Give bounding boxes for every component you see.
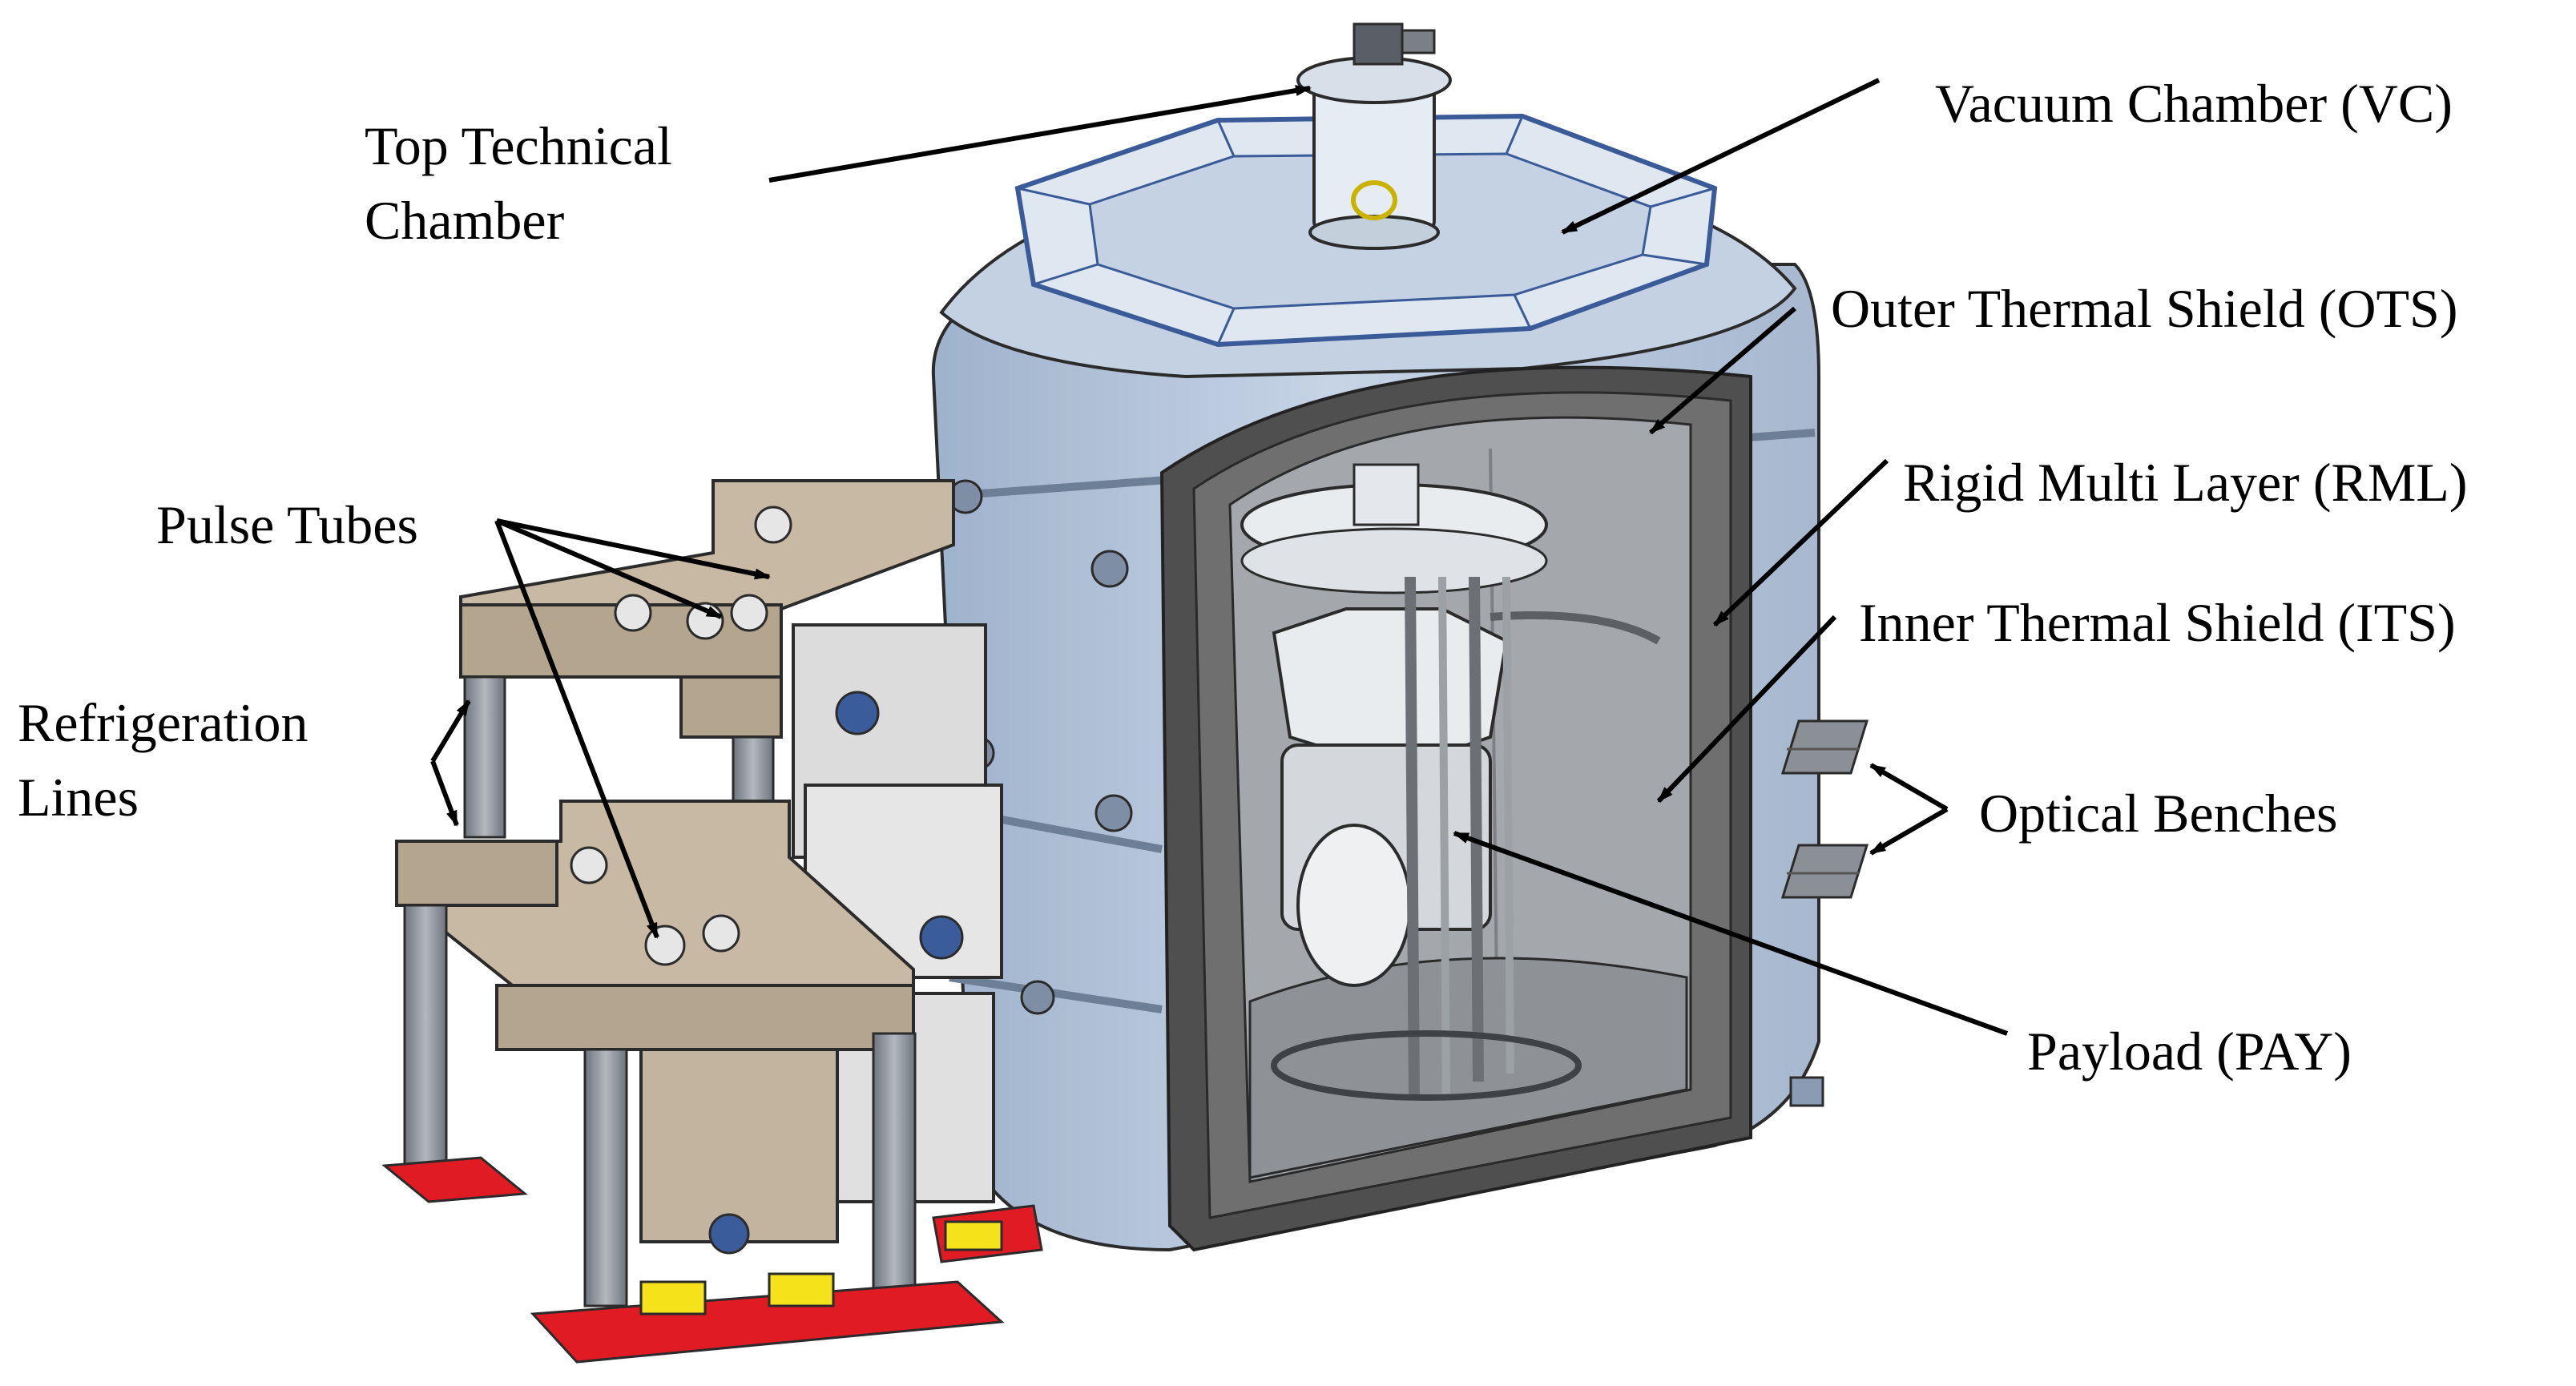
label-rigid-multi-layer: Rigid Multi Layer (RML) (1903, 452, 2467, 513)
label-top-technical-chamber-line1: Top Technical (365, 115, 672, 176)
label-top-technical-chamber-line2: Chamber (365, 190, 565, 251)
arrow-refrigeration-line-1 (430, 699, 471, 763)
arrow-top-technical-chamber (768, 85, 1312, 183)
label-vacuum-chamber: Vacuum Chamber (VC) (1935, 73, 2453, 134)
annotation-labels: Top Technical Chamber Vacuum Chamber (VC… (18, 73, 2467, 1082)
label-inner-thermal-shield: Inner Thermal Shield (ITS) (1859, 592, 2456, 653)
pulse-tube-support-structure (381, 479, 1043, 1364)
label-outer-thermal-shield: Outer Thermal Shield (OTS) (1831, 278, 2457, 339)
arrow-refrigeration-line-2 (430, 759, 459, 827)
arrow-payload (1453, 831, 2009, 1036)
label-payload: Payload (PAY) (2027, 1021, 2352, 1082)
arrow-optical-bench-1 (1869, 763, 1949, 812)
arrow-pulse-tube-1 (496, 518, 771, 580)
label-refrigeration-lines-line2: Lines (18, 767, 139, 828)
arrow-inner-thermal-shield (1656, 614, 1837, 804)
arrow-vacuum-chamber (1561, 78, 1881, 235)
label-optical-benches: Optical Benches (1979, 783, 2338, 844)
annotation-arrows (430, 78, 2009, 1036)
payload-assembly (1240, 463, 1582, 1101)
top-technical-chamber (1296, 22, 1452, 250)
arrow-pulse-tube-2 (495, 518, 723, 619)
label-pulse-tubes: Pulse Tubes (156, 494, 418, 555)
arrow-outer-thermal-shield (1649, 306, 1796, 435)
optical-benches (1780, 719, 1869, 899)
label-refrigeration-lines-line1: Refrigeration (18, 692, 308, 753)
arrow-optical-bench-2 (1869, 807, 1949, 856)
arrow-rigid-multi-layer (1712, 458, 1889, 627)
arrow-pulse-tube-3 (494, 519, 659, 939)
